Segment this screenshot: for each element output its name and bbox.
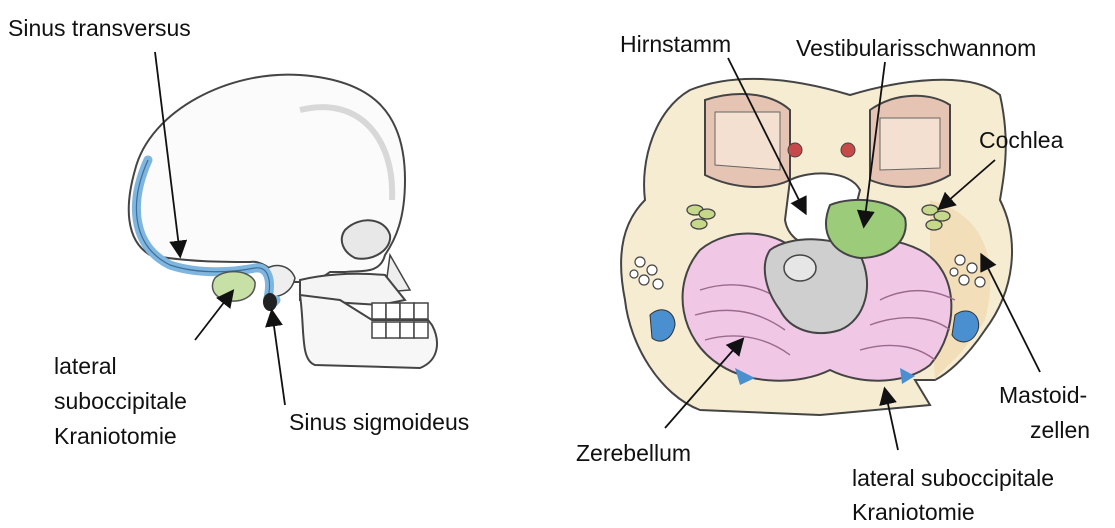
label-kraniotomie-right-1: lateral suboccipitale: [852, 464, 1054, 492]
teeth-lower: [372, 322, 428, 338]
label-kraniotomie-right-2: Kraniotomie: [852, 498, 975, 526]
arrow-sinus-sigmoideus: [272, 312, 285, 405]
kraniotomie-area-left: [212, 272, 255, 301]
axial-section: [621, 79, 1012, 415]
teeth-upper: [372, 303, 428, 319]
label-kraniotomie-left-3: Kraniotomie: [54, 422, 177, 450]
label-hirnstamm: Hirnstamm: [620, 30, 731, 58]
label-mastoid-2: zellen: [1030, 416, 1090, 444]
label-sinus-transversus: Sinus transversus: [8, 14, 191, 42]
label-kraniotomie-left-2: suboccipitale: [54, 387, 187, 415]
label-sinus-sigmoideus: Sinus sigmoideus: [289, 408, 469, 436]
label-kraniotomie-left-1: lateral: [54, 352, 117, 380]
label-mastoid-1: Mastoid-: [999, 381, 1087, 409]
sinus-sigmoideus-vessel: [263, 293, 277, 311]
label-vestibularisschwannom: Vestibularisschwannom: [796, 34, 1036, 62]
label-zerebellum: Zerebellum: [576, 439, 691, 467]
arrow-kraniotomie-left: [195, 292, 232, 340]
label-cochlea: Cochlea: [979, 126, 1063, 154]
